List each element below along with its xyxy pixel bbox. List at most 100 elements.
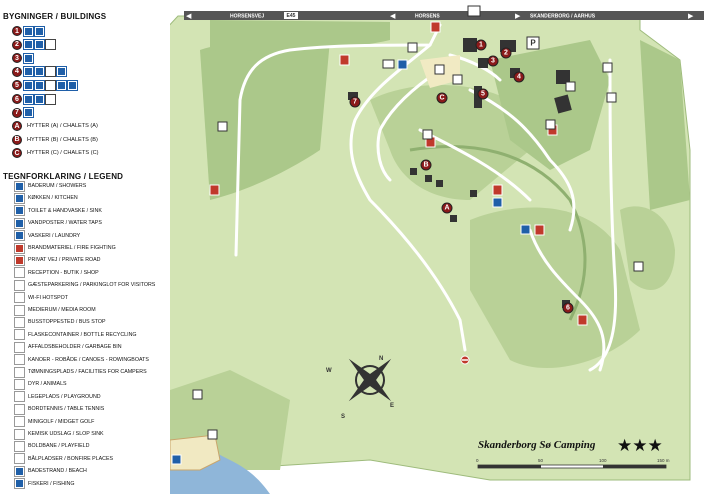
minigolf-icon: [14, 416, 25, 428]
legend-row-label: MINIGOLF / MIDGET GOLF: [28, 418, 95, 425]
garbage-icon: [14, 341, 25, 353]
campsite-map[interactable]: P 1 2 3 4 5 6 7 A B C: [170, 0, 705, 498]
fish-icon: [14, 478, 25, 490]
no-entry-icon: [14, 254, 25, 266]
legend-row-label: FLASKECONTAINER / BOTTLE RECYCLING: [28, 331, 137, 338]
bus-icon: [14, 316, 25, 328]
legend-row-label: GÆSTEPARKERING / PARKINGLOT FOR VISITORS: [28, 282, 156, 289]
garbage-icon-2: [545, 119, 556, 130]
minigolf-icon: [207, 429, 218, 440]
fire-icon-1: [339, 54, 350, 66]
arrow-west-icon: ◀: [186, 12, 192, 20]
legend-row-label: BRANDMATERIEL / FIRE FIGHTING: [28, 245, 116, 251]
arrow-west-icon-2: ◀: [390, 12, 396, 20]
bottle-icon: [407, 42, 418, 53]
legend-row-label: BADESTRAND / BEACH: [28, 468, 87, 475]
building-4: [510, 68, 520, 78]
legend-row-label: RECEPTION - BUTIK / SHOP: [28, 269, 99, 276]
map-title: Skanderborg Sø Camping: [478, 439, 596, 451]
marker-1: [475, 39, 487, 51]
fire-icon-2: [209, 184, 220, 196]
legend-row-label: VASKERI / LAUNDRY: [28, 232, 81, 239]
building-marker-badge: 4: [12, 66, 22, 77]
compass-rose: N S E W: [326, 356, 394, 420]
animal-icon-1: [217, 121, 228, 132]
svg-text:7: 7: [353, 99, 357, 106]
svg-text:6: 6: [566, 305, 570, 312]
svg-text:B: B: [423, 162, 428, 169]
legend-row-label: FISKERI / FISHING: [28, 480, 75, 487]
facility-icon: [34, 39, 45, 51]
facility-icon: [23, 93, 34, 105]
building-row: A HYTTER (A) / CHALETS (A): [12, 120, 98, 132]
building-marker-badge: 5: [12, 80, 22, 91]
building-marker-badge: 2: [12, 39, 22, 50]
legend-row-label: BÅLPLADSER / BONFIRE PLACES: [28, 455, 114, 462]
building-marker-badge: 1: [12, 26, 22, 36]
building-8: [556, 70, 570, 84]
building-13: [470, 190, 477, 197]
legend-row: BADESTRAND / BEACH: [14, 465, 87, 477]
bonfire-icon-1: [192, 389, 203, 400]
ball-icon: [14, 440, 25, 452]
buildings-title: BYGNINGER / BUILDINGS: [3, 12, 107, 21]
fire-icon-5: [577, 314, 588, 326]
facility-icon: [34, 66, 45, 78]
path-inner-2: [468, 88, 576, 232]
legend-row: LEGEPLADS / PLAYGROUND: [14, 391, 101, 403]
building-5: [474, 86, 482, 108]
building-9: [410, 168, 417, 175]
building-row: 2: [12, 39, 60, 51]
svg-text:4: 4: [517, 74, 521, 81]
building-12: [450, 215, 457, 222]
building-marker-badge: A: [12, 121, 22, 132]
legend-row: MEDIERUM / MEDIA ROOM: [14, 304, 96, 316]
scale-tick-100: 100: [599, 458, 607, 463]
playground-icon: [14, 391, 25, 403]
legend-row: FLASKECONTAINER / BOTTLE RECYCLING: [14, 329, 137, 341]
legend-row-label: PRIVAT VEJ / PRIVATE ROAD: [28, 257, 101, 264]
compass-n: N: [379, 356, 383, 362]
scale-tick-50: 50: [538, 458, 544, 463]
building-11: [436, 180, 443, 187]
building-row: 6: [12, 93, 60, 105]
camper-icon: [422, 129, 433, 140]
path-center-loop: [349, 43, 467, 352]
shower-icon: [14, 180, 25, 192]
legend-row: BORDTENNIS / TABLE TENNIS: [14, 403, 105, 415]
legend-row-label: KANOER - ROBÅDE / CANOES - ROWINGBOATS: [28, 356, 149, 363]
grass-patch-west: [200, 38, 330, 200]
slop-sink-icon: [14, 428, 25, 440]
legend-title: TEGNFORKLARING / LEGEND: [3, 172, 124, 181]
road-label-middle: HORSENS: [415, 14, 440, 20]
building-row-label: HYTTER (B) / CHALETS (B): [27, 136, 98, 143]
building-row-label: HYTTER (A) / CHALETS (A): [27, 123, 98, 130]
marker-3: [487, 55, 499, 67]
road-label-west: HORSENSVEJ: [230, 14, 264, 20]
legend-row-label: TØMNINGSPLADS / FACILITIES FOR CAMPERS: [28, 369, 147, 375]
scale-tick-150: 150 m: [657, 458, 670, 463]
fire-icon-4: [534, 224, 545, 236]
facility-icon: [45, 93, 56, 105]
marker-4: [513, 71, 525, 83]
map-facility-icons: [171, 5, 644, 465]
svg-text:5: 5: [481, 91, 485, 98]
legend-row: BÅLPLADSER / BONFIRE PLACES: [14, 453, 114, 465]
facility-icon: [56, 66, 67, 78]
camper-icon: [14, 366, 25, 378]
path-east-ring: [588, 58, 618, 372]
route-number: E45: [287, 13, 296, 19]
tv-icon: [14, 304, 25, 316]
fire-extinguisher-icon: [14, 242, 25, 254]
path-north-loop: [234, 23, 442, 257]
hedge-belt: [409, 145, 587, 321]
stars-rating: ★★★: [617, 436, 663, 456]
building-marker-badge: C: [12, 148, 22, 159]
fire-icon-3: [492, 184, 503, 196]
building-row: 7: [12, 107, 38, 119]
facility-icon: [56, 79, 67, 91]
legend-row-label: BORDTENNIS / TABLE TENNIS: [28, 406, 105, 413]
legend-row: BUSSTOPPESTED / BUS STOP: [14, 316, 106, 328]
garbage-icon-1: [565, 81, 576, 92]
bus-icon: [467, 5, 481, 17]
